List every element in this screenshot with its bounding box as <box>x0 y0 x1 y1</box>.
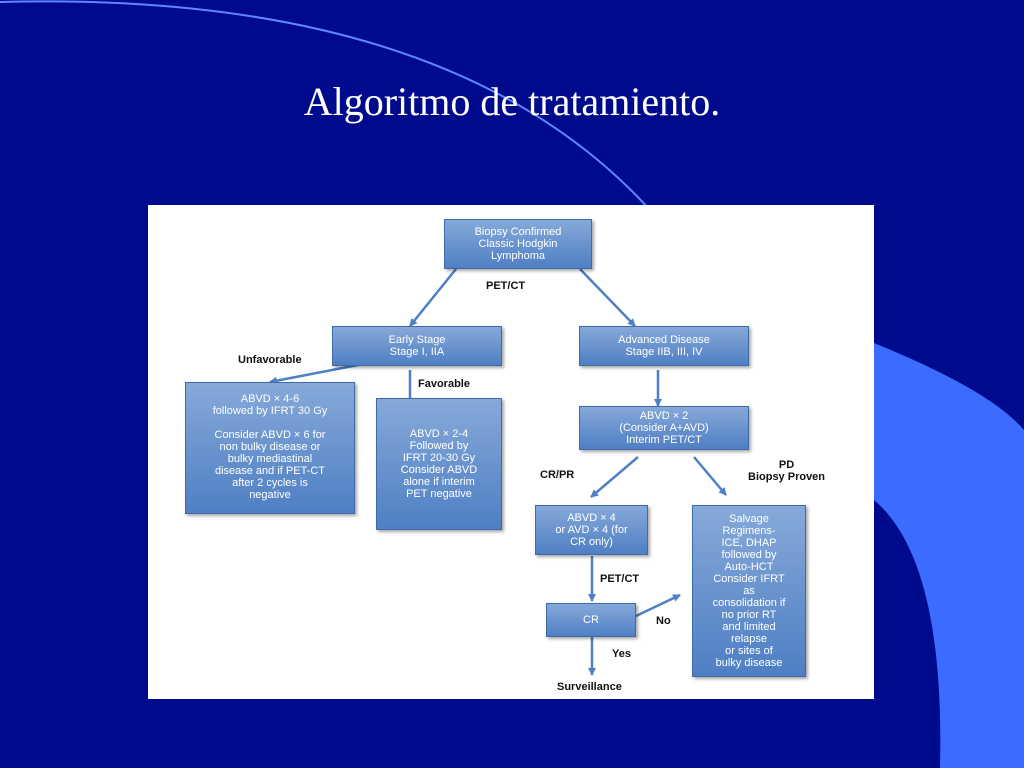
label-petct-top: PET/CT <box>486 280 526 292</box>
arrow-biopsy-early <box>409 268 457 327</box>
node-early-stage: Early Stage Stage I, IIA <box>332 326 502 366</box>
node-abvd-x4: ABVD × 4 or AVD × 4 (for CR only) <box>535 505 648 555</box>
flowchart-panel: Biopsy Confirmed Classic Hodgkin Lymphom… <box>148 205 874 699</box>
arrow-abvd2-abvd4 <box>590 456 639 498</box>
node-favorable-treatment: ABVD × 2-4 Followed by IFRT 20-30 Gy Con… <box>376 398 502 530</box>
arrow-biopsy-advanced <box>579 268 636 327</box>
arrow-early-unfavorable <box>269 363 359 385</box>
label-yes: Yes <box>612 648 631 660</box>
label-crpr: CR/PR <box>540 469 575 481</box>
node-abvd-x2: ABVD × 2 (Consider A+AVD) Interim PET/CT <box>579 406 749 450</box>
node-unfavorable-treatment: ABVD × 4-6 followed by IFRT 30 Gy Consid… <box>185 382 355 514</box>
background-swoosh-shape <box>874 343 1024 768</box>
arrow-abvd2-salvage <box>693 456 727 496</box>
label-pd-biopsy-proven: PD Biopsy Proven <box>748 459 826 483</box>
node-cr: CR <box>546 603 636 637</box>
background-swoosh-line <box>0 0 651 211</box>
node-biopsy: Biopsy Confirmed Classic Hodgkin Lymphom… <box>444 219 592 269</box>
arrow-cr-salvage <box>635 593 681 618</box>
label-surveillance: Surveillance <box>557 681 622 693</box>
slide-title: Algoritmo de tratamiento. <box>303 79 721 124</box>
label-no: No <box>656 615 671 627</box>
label-favorable: Favorable <box>418 378 470 390</box>
node-salvage-regimens: Salvage Regimens- ICE, DHAP followed by … <box>692 505 806 677</box>
node-advanced-disease: Advanced Disease Stage IIB, III, IV <box>579 326 749 366</box>
label-unfavorable: Unfavorable <box>238 354 302 366</box>
label-petct-mid: PET/CT <box>600 573 640 585</box>
flowchart-arrows <box>269 268 727 676</box>
